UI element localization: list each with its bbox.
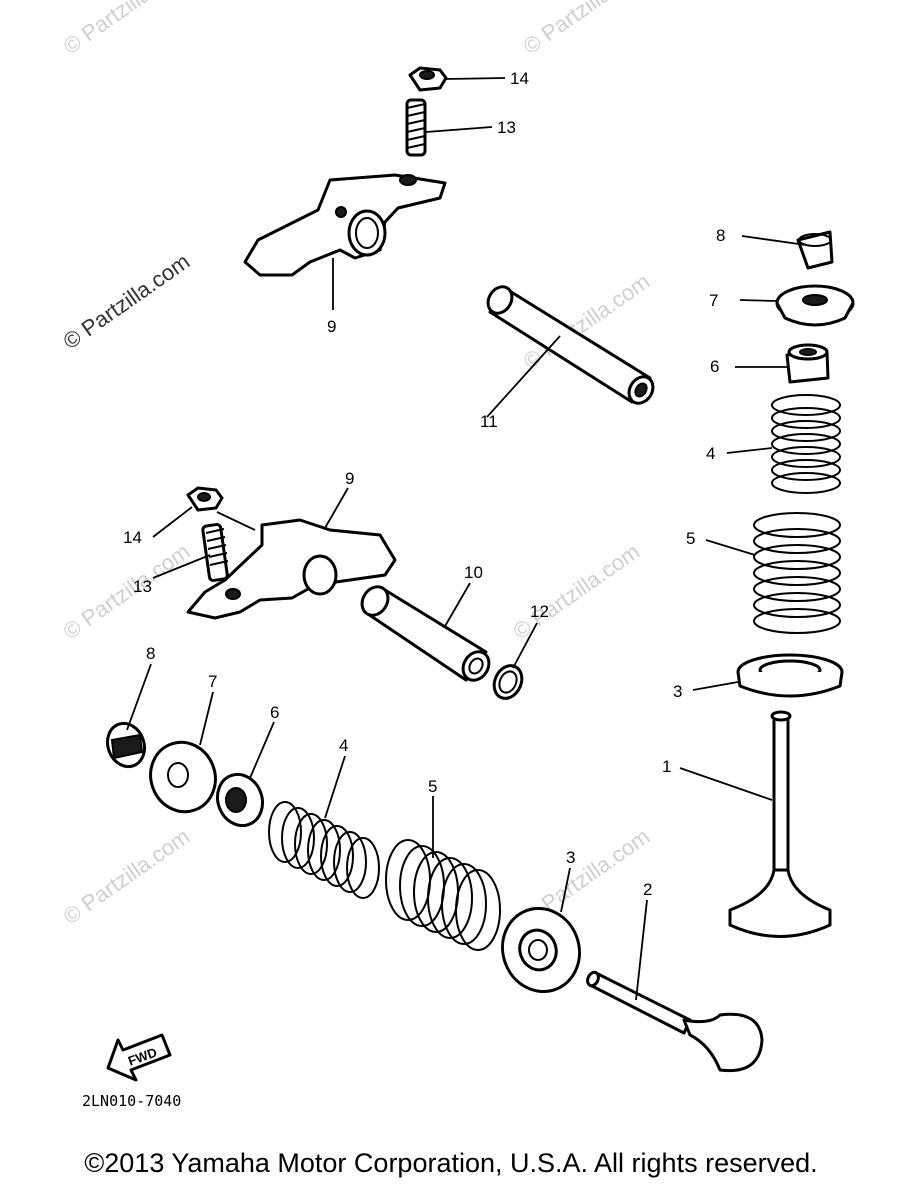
callout-14: 14 bbox=[123, 528, 142, 547]
stem-seal-left bbox=[215, 772, 265, 828]
watermark: © Partzilla.com bbox=[59, 824, 195, 930]
lower-rocker-arm bbox=[186, 518, 397, 620]
callout-11: 11 bbox=[480, 412, 498, 431]
upper-adjusting-screw bbox=[405, 98, 427, 157]
callout-9: 9 bbox=[327, 317, 336, 336]
valve-left bbox=[586, 970, 764, 1073]
outer-spring-right bbox=[753, 512, 841, 634]
callout-8: 8 bbox=[146, 644, 155, 663]
valve-cotter-right bbox=[796, 230, 834, 270]
stem-seal-right bbox=[785, 343, 830, 384]
diagram-code: 2LN010-7040 bbox=[82, 1092, 181, 1110]
lower-locknut bbox=[186, 486, 224, 512]
inner-spring-left bbox=[268, 801, 380, 899]
callout-7: 7 bbox=[709, 291, 718, 310]
lower-adjusting-screw bbox=[201, 523, 229, 582]
watermarks: © Partzilla.com © Partzilla.com © Partzi… bbox=[59, 0, 655, 929]
leader-lines bbox=[126, 77, 807, 1001]
valve-cotter-left bbox=[105, 721, 147, 769]
rocker-shaft-lower bbox=[360, 585, 491, 682]
copyright-notice: ©2013 Yamaha Motor Corporation, U.S.A. A… bbox=[84, 1148, 818, 1178]
spring-seat-right bbox=[736, 653, 844, 698]
watermark: © Partzilla.com bbox=[59, 249, 195, 355]
watermark: © Partzilla.com bbox=[509, 539, 645, 645]
callout-5: 5 bbox=[686, 529, 695, 548]
watermark: © Partzilla.com bbox=[519, 0, 655, 59]
spring-seat-left bbox=[501, 906, 581, 994]
callout-12: 12 bbox=[530, 602, 549, 621]
callout-4: 4 bbox=[339, 736, 348, 755]
inner-spring-right bbox=[771, 394, 841, 494]
callouts: 14 13 9 11 8 7 6 4 5 3 1 9 14 13 10 12 8… bbox=[123, 69, 725, 899]
callout-7: 7 bbox=[208, 672, 217, 691]
o-ring bbox=[492, 664, 524, 700]
upper-rocker-arm bbox=[243, 173, 447, 277]
rocker-shaft-upper bbox=[486, 285, 655, 405]
outer-spring-left bbox=[385, 839, 501, 951]
callout-13: 13 bbox=[133, 577, 152, 596]
upper-locknut bbox=[408, 66, 448, 92]
callout-9: 9 bbox=[345, 469, 354, 488]
callout-2: 2 bbox=[643, 880, 652, 899]
callout-13: 13 bbox=[497, 118, 516, 137]
callout-4: 4 bbox=[706, 444, 715, 463]
callout-14: 14 bbox=[510, 69, 529, 88]
watermark: © Partzilla.com bbox=[59, 539, 195, 645]
callout-6: 6 bbox=[710, 357, 719, 376]
callout-1: 1 bbox=[662, 757, 671, 776]
callout-8: 8 bbox=[716, 226, 725, 245]
fwd-arrow-icon: FWD bbox=[106, 1033, 172, 1082]
spring-retainer-left bbox=[149, 740, 217, 814]
watermark: © Partzilla.com bbox=[59, 0, 195, 59]
callout-3: 3 bbox=[566, 848, 575, 867]
callout-10: 10 bbox=[464, 563, 483, 582]
spring-retainer-right bbox=[775, 284, 855, 327]
callout-6: 6 bbox=[270, 703, 279, 722]
valve-right bbox=[728, 710, 832, 938]
callout-5: 5 bbox=[428, 777, 437, 796]
callout-3: 3 bbox=[673, 682, 682, 701]
